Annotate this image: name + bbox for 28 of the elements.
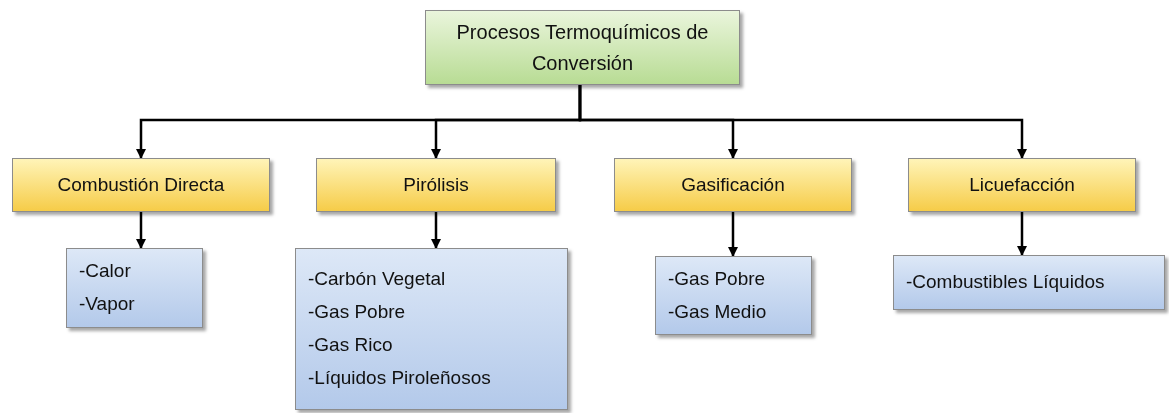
arrow (578, 85, 1027, 159)
process-box (12, 158, 270, 212)
root-box (425, 10, 740, 85)
list-item: -Gas Pobre (308, 300, 406, 325)
process-box (908, 158, 1136, 212)
arrow (1017, 212, 1027, 256)
arrow (431, 212, 441, 249)
process-box (316, 158, 556, 212)
box-label: Procesos Termoquímicos de Conversión (455, 19, 710, 76)
product-list-box (295, 248, 568, 410)
list-item: -Gas Rico (308, 333, 393, 357)
box-label: Licuefacción (969, 174, 1075, 196)
box-label: Gasificación (681, 174, 785, 196)
box-label: Combustión Directa (57, 174, 225, 196)
list-item: -Gas Pobre (668, 266, 766, 291)
list-item: -Gas Medio (668, 299, 767, 324)
process-box (614, 158, 852, 212)
list-item: -Carbón Vegetal (308, 267, 446, 292)
product-list-box (655, 256, 812, 335)
list-item: -Calor (79, 259, 131, 284)
list-item: -Combustibles Líquidos (906, 270, 1105, 295)
arrow (136, 212, 146, 249)
product-list-box (893, 255, 1165, 310)
list-item: -Vapor (79, 292, 135, 316)
box-label: Pirólisis (403, 174, 469, 196)
arrow (728, 212, 738, 257)
list-item: -Líquidos Piroleñosos (308, 365, 491, 390)
product-list-box (66, 248, 203, 328)
